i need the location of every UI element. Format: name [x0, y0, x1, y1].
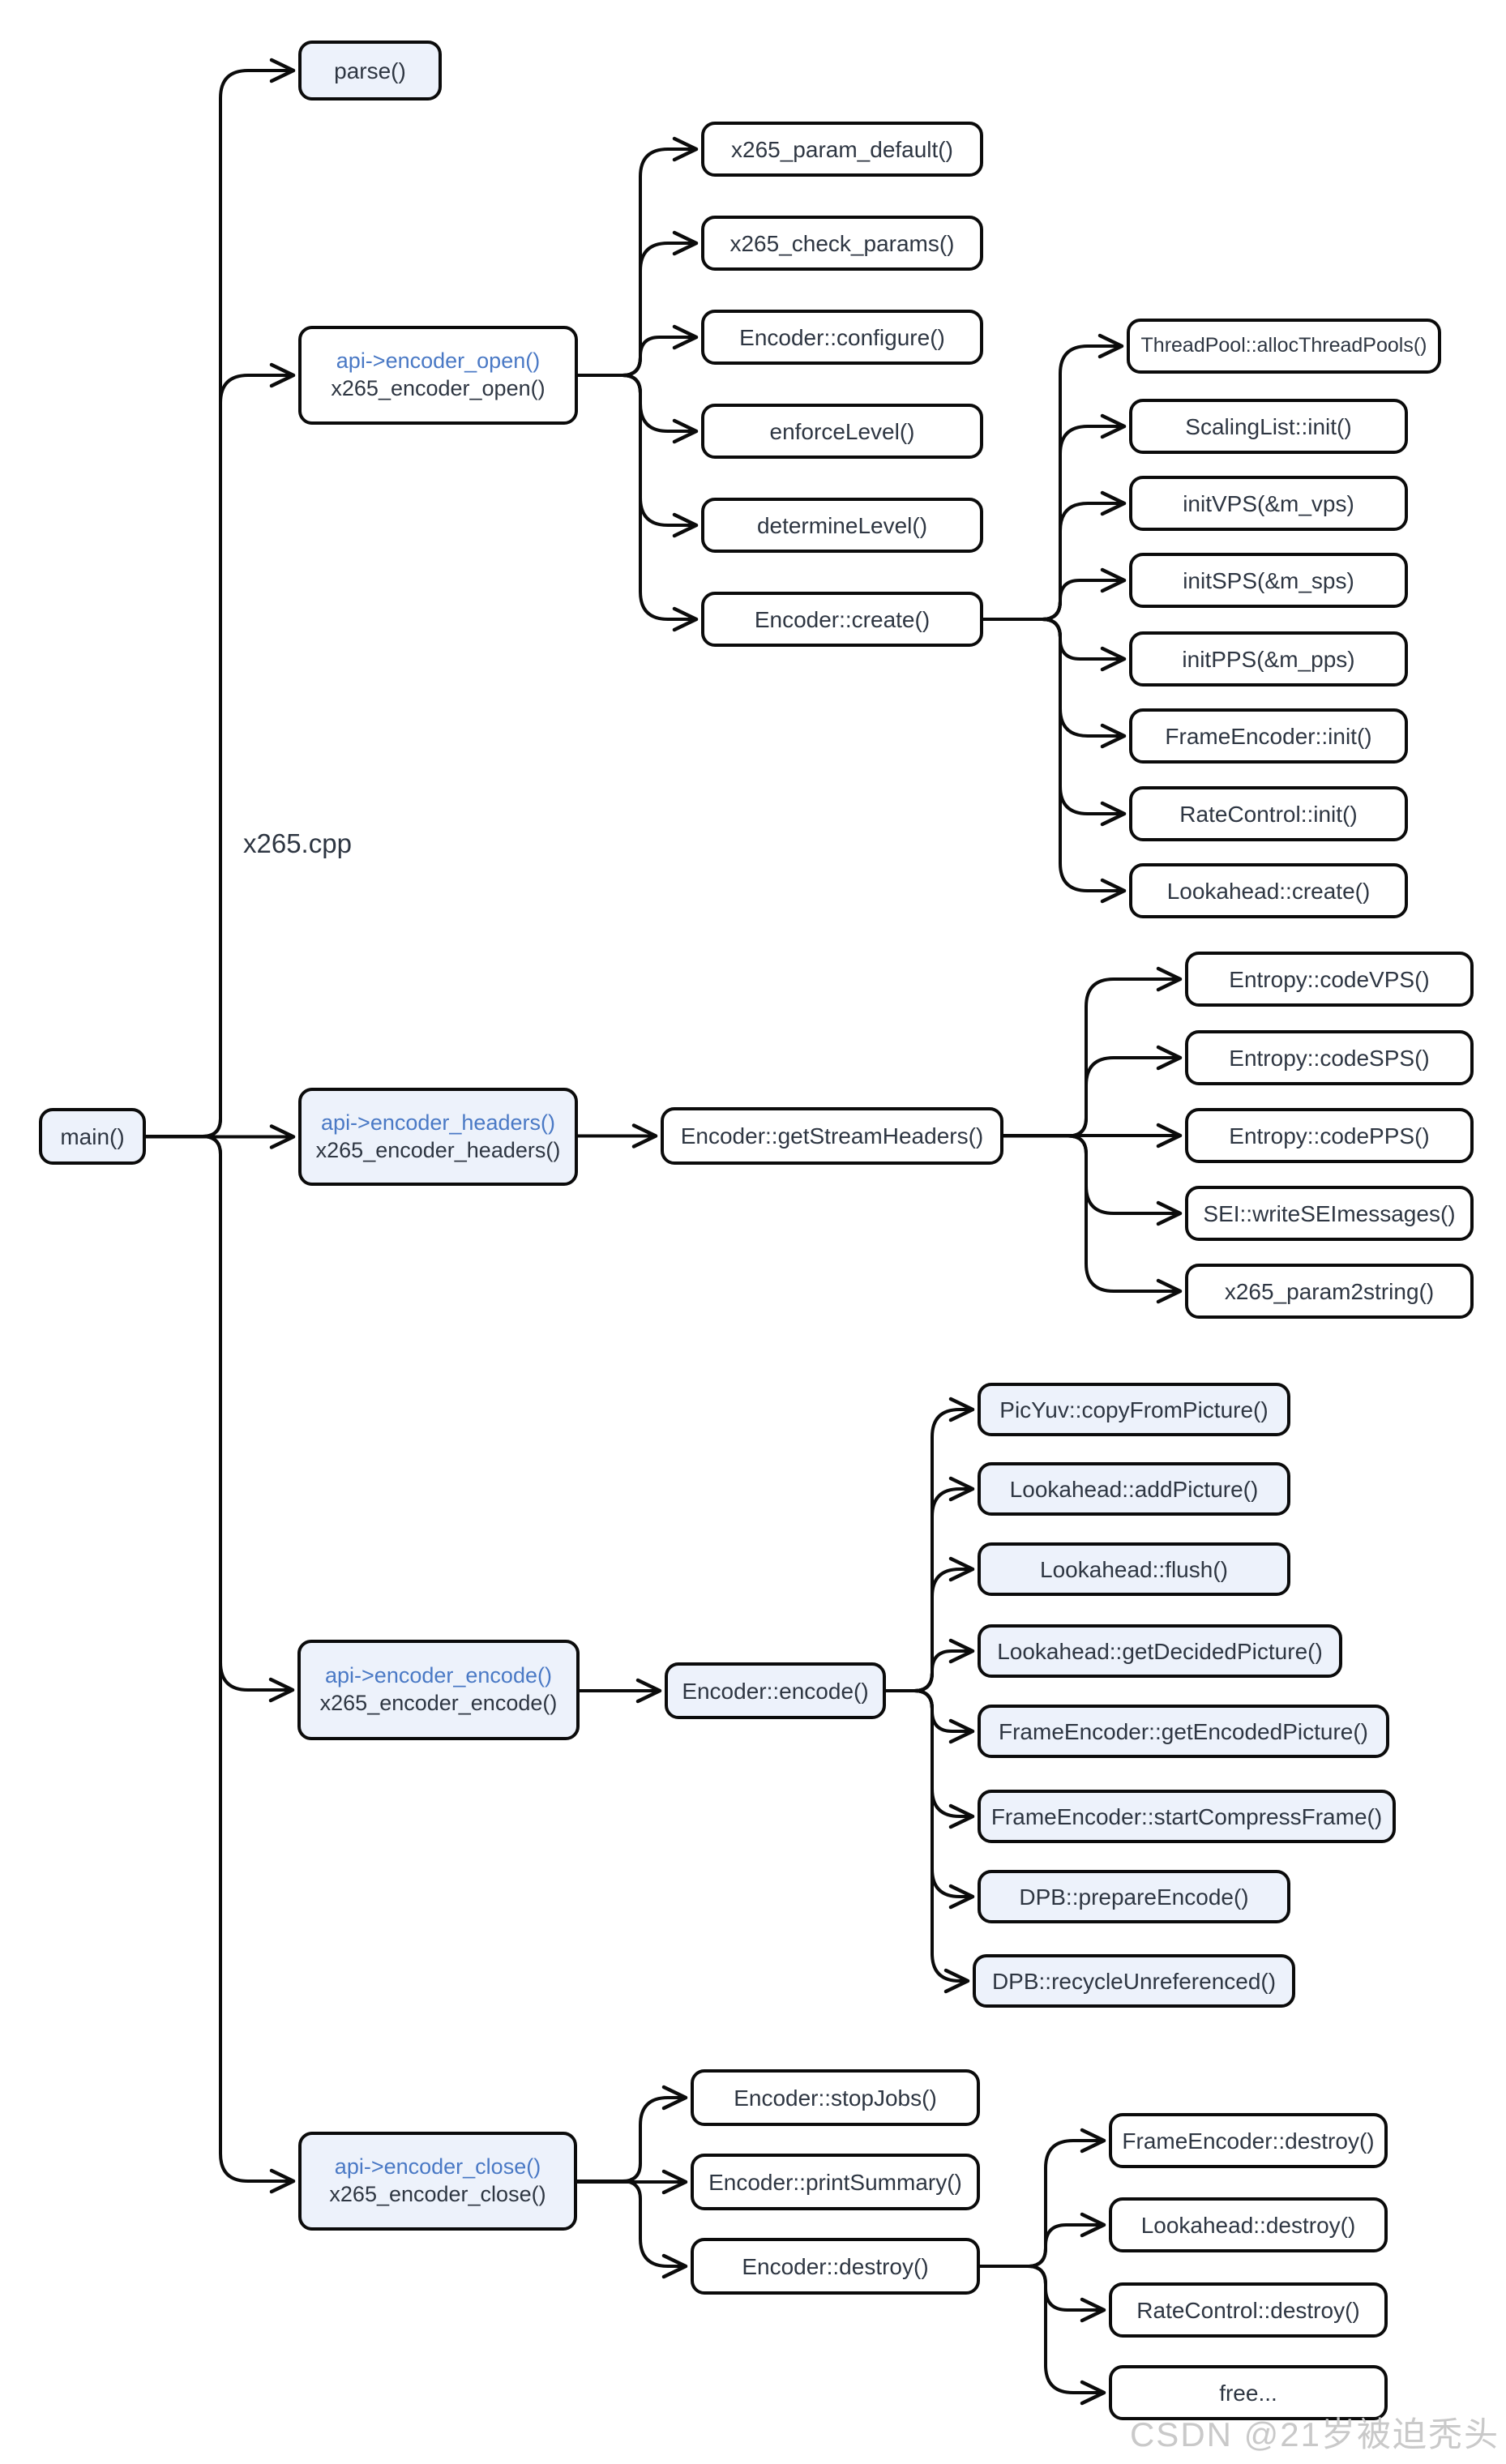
node-entropy-codesps: Entropy::codeSPS(): [1185, 1030, 1474, 1085]
node-label: FrameEncoder::startCompressFrame(): [990, 1803, 1383, 1829]
node-get-stream-headers: Encoder::getStreamHeaders(): [661, 1107, 1003, 1165]
node-label: Encoder::configure(): [739, 324, 945, 350]
node-label: Entropy::codeSPS(): [1229, 1045, 1430, 1071]
node-ratecontrol-init: RateControl::init(): [1129, 786, 1408, 841]
node-label-fn: x265_encoder_open(): [331, 376, 545, 400]
node-label: Encoder::destroy(): [742, 2253, 929, 2279]
node-label: x265_param2string(): [1224, 1278, 1435, 1304]
node-label: Encoder::getStreamHeaders(): [680, 1123, 984, 1149]
node-label: FrameEncoder::init(): [1165, 723, 1372, 749]
node-init-vps: initVPS(&m_vps): [1129, 476, 1408, 531]
node-label-api: api->encoder_headers(): [321, 1110, 555, 1135]
node-label: ScalingList::init(): [1185, 413, 1352, 439]
node-label: determineLevel(): [756, 512, 928, 538]
node-lookahead-getdecidedpicture: Lookahead::getDecidedPicture(): [978, 1624, 1342, 1678]
node-encoder-create: Encoder::create(): [701, 592, 983, 647]
node-label: main(): [60, 1123, 125, 1149]
node-entropy-codepps: Entropy::codePPS(): [1185, 1108, 1474, 1163]
node-label: Entropy::codeVPS(): [1229, 966, 1430, 992]
node-label: Entropy::codePPS(): [1229, 1123, 1430, 1149]
node-label: free...: [1219, 2380, 1277, 2406]
node-scalinglist-init: ScalingList::init(): [1129, 399, 1408, 454]
node-label: Encoder::encode(): [682, 1678, 869, 1704]
node-label: Lookahead::destroy(): [1140, 2212, 1356, 2238]
node-label: initSPS(&m_sps): [1183, 567, 1354, 593]
node-label: Lookahead::flush(): [1040, 1556, 1228, 1582]
node-encoder-close: api->encoder_close() x265_encoder_close(…: [298, 2132, 577, 2231]
node-label: initVPS(&m_vps): [1183, 490, 1354, 516]
node-label: RateControl::init(): [1179, 801, 1358, 827]
node-label: Lookahead::getDecidedPicture(): [997, 1638, 1323, 1664]
node-label: Encoder::stopJobs(): [734, 2085, 937, 2111]
node-label: Encoder::create(): [754, 606, 931, 632]
node-label: FrameEncoder::getEncodedPicture(): [999, 1718, 1368, 1744]
node-encoder-headers: api->encoder_headers() x265_encoder_head…: [298, 1088, 578, 1186]
node-label-fn: x265_encoder_close(): [329, 2182, 546, 2206]
node-label-api: api->encoder_open(): [336, 349, 541, 374]
node-frameencoder-init: FrameEncoder::init(): [1129, 708, 1408, 764]
file-label: x265.cpp: [243, 828, 352, 858]
node-init-pps: initPPS(&m_pps): [1129, 631, 1408, 687]
node-encoder-encode-api: api->encoder_encode() x265_encoder_encod…: [297, 1640, 580, 1740]
csdn-watermark: CSDN @21岁被迫秃头: [1129, 2415, 1500, 2453]
node-lookahead-destroy: Lookahead::destroy(): [1109, 2197, 1388, 2252]
node-x265-param-default: x265_param_default(): [701, 122, 983, 177]
node-dpb-recycleunreferenced: DPB::recycleUnreferenced(): [973, 1954, 1295, 2008]
node-frameencoder-startcompressframe: FrameEncoder::startCompressFrame(): [978, 1790, 1396, 1843]
node-label-fn: x265_encoder_headers(): [315, 1137, 561, 1162]
node-encoder-stopjobs: Encoder::stopJobs(): [691, 2069, 980, 2126]
node-x265-param2string: x265_param2string(): [1185, 1264, 1474, 1319]
node-label: x265_check_params(): [729, 230, 955, 256]
node-dpb-prepareencode: DPB::prepareEncode(): [978, 1870, 1290, 1923]
node-label-api: api->encoder_encode(): [325, 1663, 552, 1688]
node-encoder-encode: Encoder::encode(): [665, 1662, 886, 1719]
node-lookahead-addpicture: Lookahead::addPicture(): [978, 1462, 1290, 1516]
node-label: ThreadPool::allocThreadPools(): [1140, 334, 1427, 357]
node-encoder-configure: Encoder::configure(): [701, 310, 983, 365]
node-frameencoder-destroy: FrameEncoder::destroy(): [1109, 2113, 1388, 2168]
node-encoder-open: api->encoder_open() x265_encoder_open(): [298, 326, 578, 425]
node-label: FrameEncoder::destroy(): [1122, 2128, 1375, 2154]
node-encoder-printsummary: Encoder::printSummary(): [691, 2154, 980, 2210]
node-frameencoder-getencodedpicture: FrameEncoder::getEncodedPicture(): [978, 1705, 1389, 1758]
node-label: PicYuv::copyFromPicture(): [999, 1397, 1269, 1422]
node-label: DPB::recycleUnreferenced(): [991, 1968, 1277, 1994]
node-enforce-level: enforceLevel(): [701, 404, 983, 459]
node-threadpool-alloc: ThreadPool::allocThreadPools(): [1127, 319, 1441, 374]
node-sei-write-messages: SEI::writeSEImessages(): [1185, 1186, 1474, 1241]
node-picyuv-copyfrompicture: PicYuv::copyFromPicture(): [978, 1383, 1290, 1436]
node-label: initPPS(&m_pps): [1182, 646, 1355, 672]
node-ratecontrol-destroy: RateControl::destroy(): [1109, 2282, 1388, 2338]
node-x265-check-params: x265_check_params(): [701, 216, 983, 271]
node-init-sps: initSPS(&m_sps): [1129, 553, 1408, 608]
node-parse: parse(): [298, 41, 442, 101]
node-label: enforceLevel(): [769, 418, 915, 444]
node-label: x265_param_default(): [731, 136, 953, 162]
node-label-fn: x265_encoder_encode(): [319, 1691, 558, 1715]
node-label-api: api->encoder_close(): [334, 2154, 541, 2180]
node-determine-level: determineLevel(): [701, 498, 983, 553]
node-entropy-codevps: Entropy::codeVPS(): [1185, 952, 1474, 1007]
node-label: parse(): [334, 58, 406, 83]
node-label: Encoder::printSummary(): [708, 2169, 962, 2195]
node-label: Lookahead::addPicture(): [1009, 1476, 1259, 1502]
node-label: SEI::writeSEImessages(): [1203, 1200, 1456, 1226]
node-lookahead-flush: Lookahead::flush(): [978, 1542, 1290, 1596]
node-main: main(): [39, 1108, 146, 1165]
node-label: RateControl::destroy(): [1136, 2297, 1360, 2323]
node-encoder-destroy: Encoder::destroy(): [691, 2238, 980, 2295]
node-lookahead-create: Lookahead::create(): [1129, 863, 1408, 918]
node-free: free...: [1109, 2365, 1388, 2420]
node-label: DPB::prepareEncode(): [1019, 1884, 1249, 1910]
node-label: Lookahead::create(): [1166, 878, 1371, 904]
